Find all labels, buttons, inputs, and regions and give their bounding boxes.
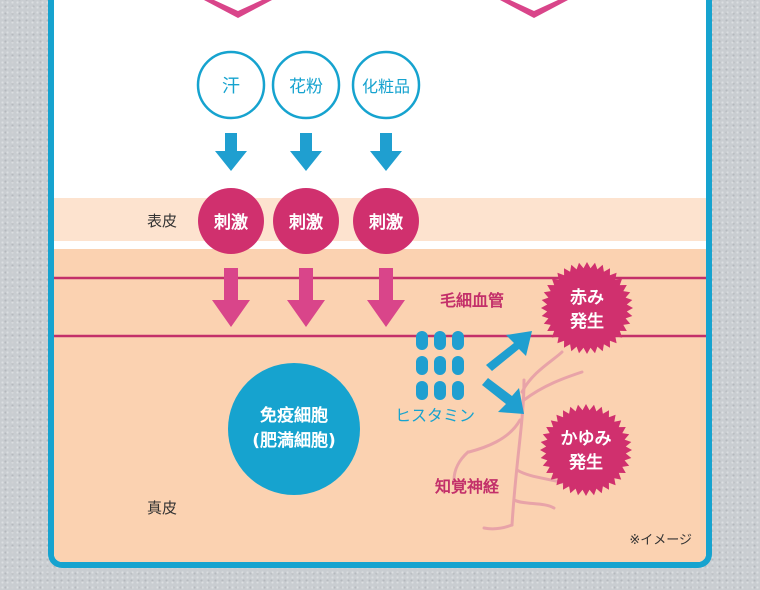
- histamine-granule: [434, 356, 446, 375]
- stimulus-label-2: 刺激: [289, 212, 323, 233]
- cause-circle-sweat: [196, 50, 266, 120]
- skin-itch-diagram: 汗 花粉 化粧品 刺激 刺激 刺激 表皮 真皮 毛細血管 免疫細胞 (肥満細胞)…: [54, 0, 706, 562]
- histamine-granule: [416, 381, 428, 400]
- nerve-label: 知覚神経: [435, 477, 500, 496]
- histamine-granule: [434, 381, 446, 400]
- histamine-granule: [416, 331, 428, 350]
- mast-cell-sublabel: (肥満細胞): [252, 430, 336, 451]
- image-note: ※イメージ: [629, 533, 692, 548]
- histamine-granules: [416, 331, 464, 400]
- blue-arrow-3: [370, 133, 402, 171]
- histamine-granule: [452, 331, 464, 350]
- histamine-arrows: [482, 331, 532, 414]
- redness-sublabel: 発生: [569, 311, 604, 332]
- blue-arrows: [215, 133, 402, 171]
- blue-arrow-2: [290, 133, 322, 171]
- pink-arrow-1: [212, 268, 250, 327]
- redness-badge: 赤み 発生: [541, 262, 633, 354]
- capillary-label: 毛細血管: [440, 291, 504, 310]
- itch-badge: かゆみ 発生: [540, 404, 632, 496]
- stimulus-circles: 刺激 刺激 刺激: [198, 188, 419, 254]
- mast-cell-circle: [228, 363, 360, 495]
- histamine-granule: [452, 356, 464, 375]
- pointer-triangle-left-inner: [214, 0, 262, 11]
- arrow-to-redness: [486, 331, 532, 371]
- pointer-triangle-right-inner: [510, 0, 558, 11]
- cause-cosmetics-label: 化粧品: [362, 77, 410, 96]
- cause-pollen-label: 花粉: [289, 77, 323, 97]
- itch-sublabel: 発生: [568, 452, 603, 473]
- cause-sweat-label: 汗: [222, 76, 240, 97]
- itch-badge-burst: [540, 404, 632, 496]
- pink-arrow-2: [287, 268, 325, 327]
- histamine-granule: [452, 381, 464, 400]
- stimulus-circle-2: [273, 188, 339, 254]
- redness-badge-burst: [541, 262, 633, 354]
- cause-circles: 汗 花粉 化粧品: [196, 50, 421, 120]
- mast-cell-label: 免疫細胞: [260, 405, 328, 426]
- histamine-label: ヒスタミン: [395, 406, 475, 425]
- arrow-to-itch: [482, 378, 524, 414]
- redness-label: 赤み: [570, 287, 604, 308]
- epidermis-label: 表皮: [147, 212, 177, 230]
- cause-circle-pollen: [271, 50, 341, 120]
- stimulus-label-1: 刺激: [214, 212, 248, 233]
- pink-arrows: [212, 268, 405, 327]
- histamine-granule: [434, 331, 446, 350]
- diagram-panel: 汗 花粉 化粧品 刺激 刺激 刺激 表皮 真皮 毛細血管 免疫細胞 (肥満細胞)…: [48, 0, 712, 568]
- stimulus-circle-1: [198, 188, 264, 254]
- histamine-granule: [416, 356, 428, 375]
- itch-label: かゆみ: [561, 429, 612, 449]
- cause-circle-cosmetics: [351, 50, 421, 120]
- stimulus-circle-3: [353, 188, 419, 254]
- dermis-label: 真皮: [147, 499, 177, 517]
- blue-arrow-1: [215, 133, 247, 171]
- pink-arrow-3: [367, 268, 405, 327]
- stimulus-label-3: 刺激: [369, 212, 403, 233]
